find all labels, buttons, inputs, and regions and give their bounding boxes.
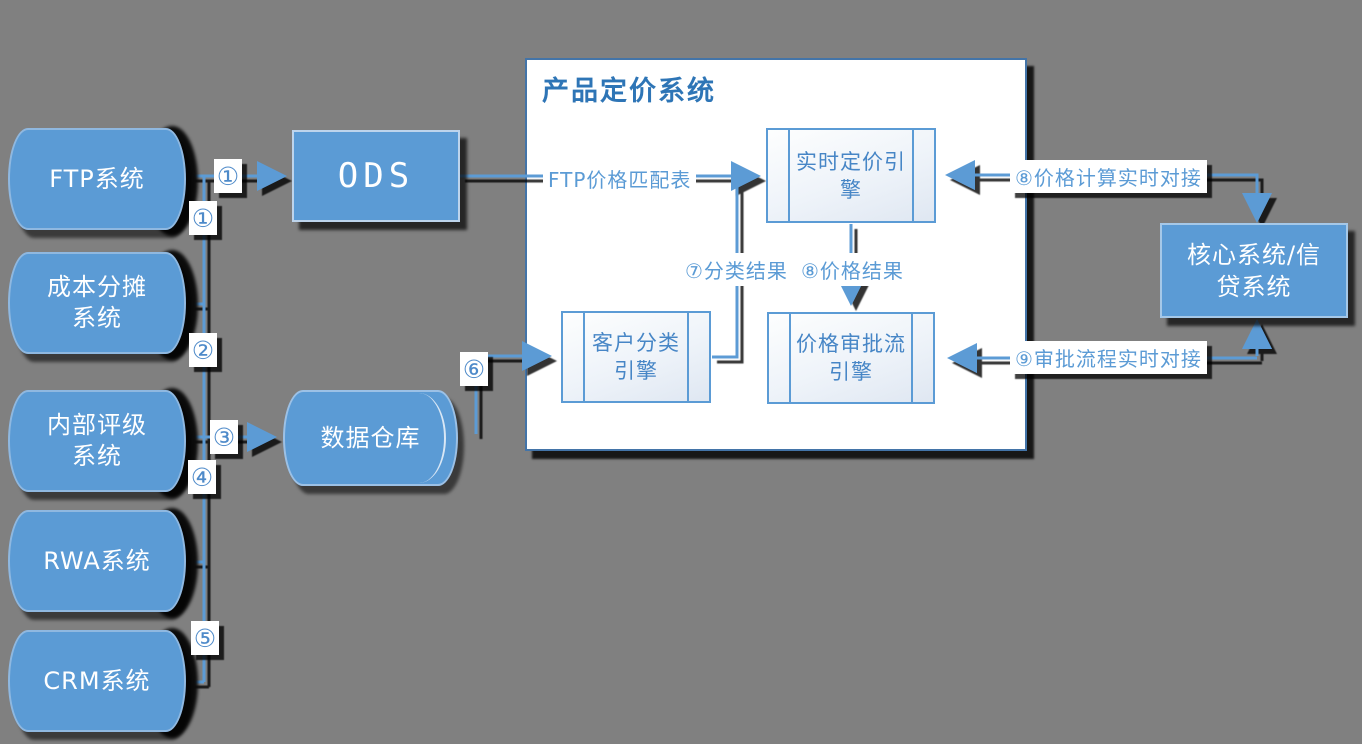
label-classification-result: ⑦分类结果 <box>680 253 793 286</box>
badge-5: ⑤ <box>191 621 219 655</box>
node-data-warehouse: 数据仓库 <box>283 390 458 486</box>
badge-6: ⑥ <box>460 352 488 386</box>
node-label: RWA系统 <box>8 510 186 612</box>
node-rwa-system: RWA系统 <box>8 508 198 619</box>
label-price-calc-realtime-link: ⑧价格计算实时对接 <box>1010 160 1207 193</box>
node-crm-system: CRM系统 <box>8 628 198 739</box>
badge-3: ③ <box>210 420 238 454</box>
node-core-credit-system: 核心系统/信 贷系统 <box>1160 223 1348 318</box>
badge-1-ftp-ods: ① <box>214 159 242 193</box>
node-price-approval-engine: 价格审批流 引擎 <box>767 312 935 404</box>
label-price-result: ⑧价格结果 <box>796 253 909 286</box>
badge-1-trunk: ① <box>189 201 217 235</box>
node-label: FTP系统 <box>8 128 186 230</box>
node-realtime-pricing-engine: 实时定价引 擎 <box>766 128 936 223</box>
node-label: 成本分摊 系统 <box>8 252 186 354</box>
node-cost-allocation-system: 成本分摊 系统 <box>8 250 198 361</box>
label-approval-flow-realtime-link: ⑨审批流程实时对接 <box>1010 341 1207 374</box>
node-ftp-system: FTP系统 <box>8 126 198 237</box>
badge-2: ② <box>189 333 217 367</box>
node-label: 内部评级 系统 <box>8 390 186 492</box>
node-ods: ODS <box>292 130 460 222</box>
node-internal-rating-system: 内部评级 系统 <box>8 388 198 499</box>
node-label: CRM系统 <box>8 630 186 732</box>
badge-4: ④ <box>188 460 216 494</box>
node-label: 数据仓库 <box>283 390 458 486</box>
pricing-system-title: 产品定价系统 <box>542 76 716 107</box>
label-ftp-price-match-table: FTP价格匹配表 <box>543 162 697 195</box>
node-customer-classification-engine: 客户分类 引擎 <box>561 311 711 403</box>
